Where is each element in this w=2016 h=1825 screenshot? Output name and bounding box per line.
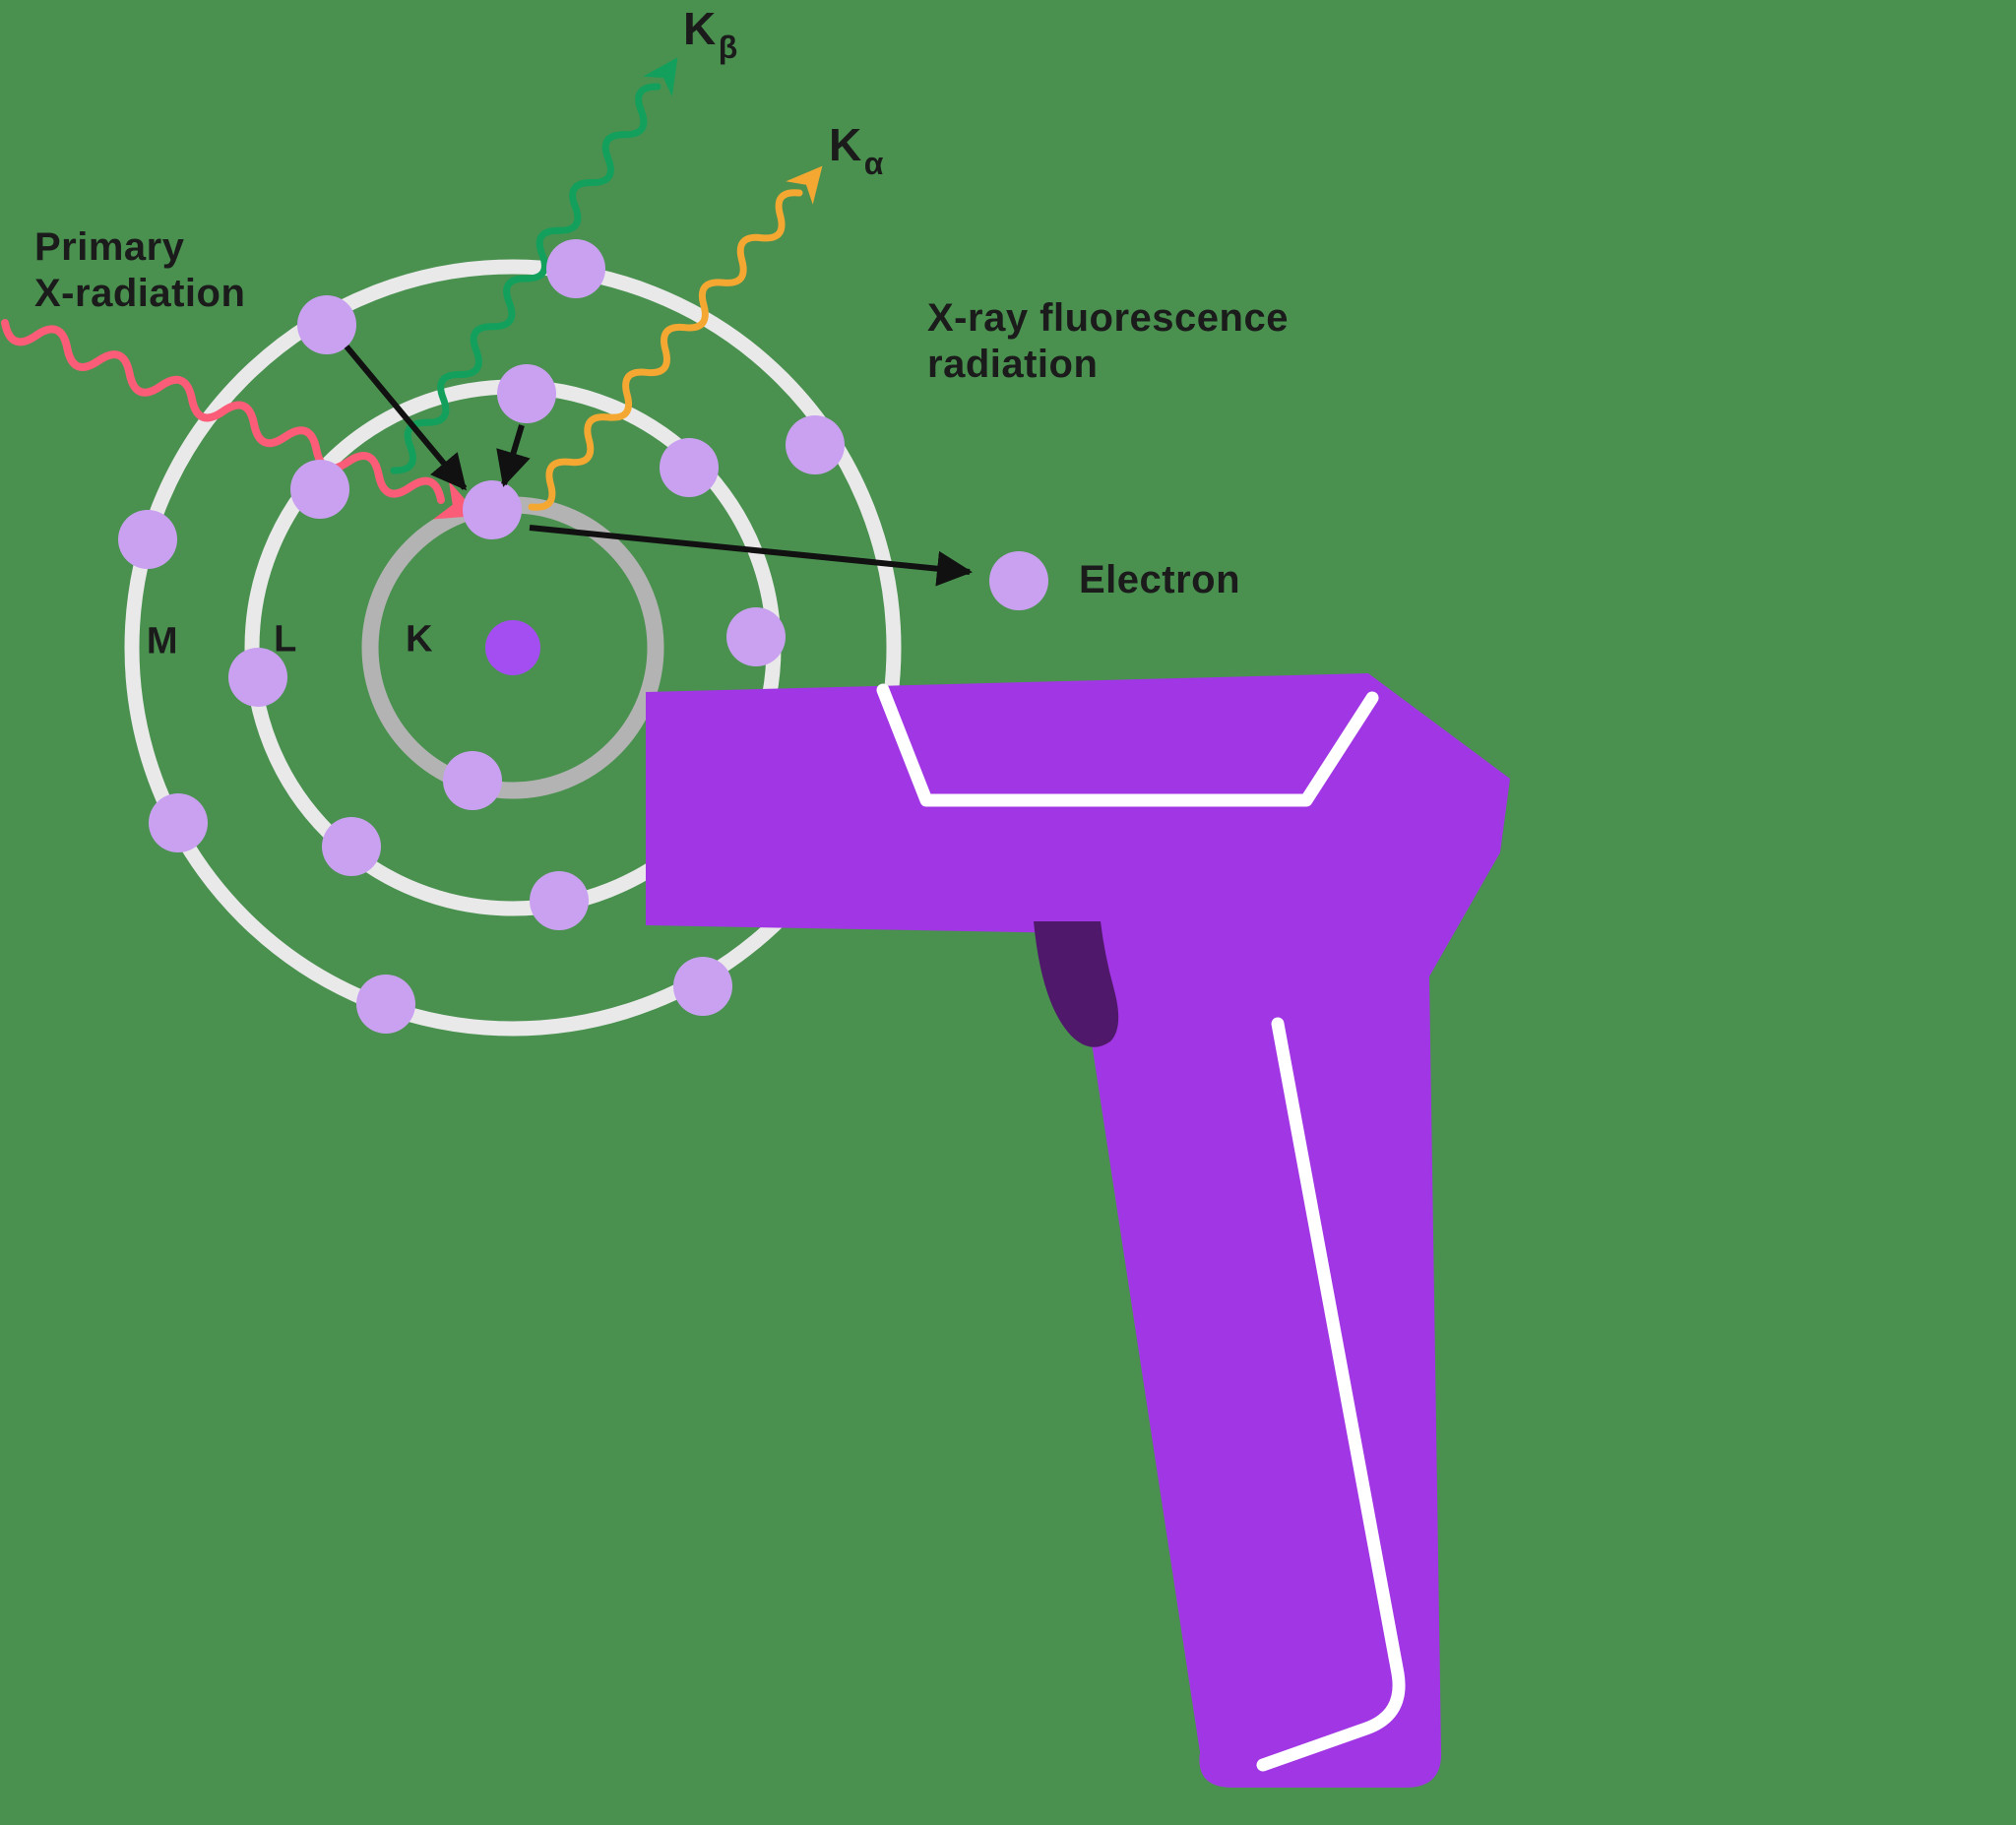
k-alpha-wave	[528, 189, 803, 511]
xrf-gun-body-accent	[876, 683, 1379, 807]
k-beta-label-sub: β	[718, 30, 738, 65]
electron	[118, 510, 177, 569]
electron	[322, 817, 381, 876]
k-beta-wave	[390, 83, 662, 474]
primary-xray-wave	[1, 319, 445, 504]
k-alpha-label-sub: α	[863, 146, 884, 181]
electron	[497, 364, 556, 423]
excitation-arrow	[344, 345, 468, 491]
electron	[149, 793, 208, 852]
electron	[546, 239, 605, 298]
electrons	[118, 239, 845, 1034]
shell-label-k: K	[406, 618, 433, 661]
electron	[356, 975, 415, 1034]
transition-arrow	[496, 424, 531, 487]
xrf-radiation-label-line1: X-ray fluorescence	[927, 296, 1289, 340]
electron	[297, 295, 356, 354]
electron	[463, 480, 522, 539]
k-alpha-label-main: K	[829, 119, 862, 170]
electron	[726, 607, 786, 666]
electron	[290, 460, 349, 519]
xrf-gun-body	[646, 673, 1510, 1788]
xrf-gun-handle-accent	[1256, 1017, 1406, 1772]
k-alpha-wave-arrowhead	[786, 165, 823, 205]
xrf-gun	[646, 673, 1510, 1788]
electron	[443, 751, 502, 810]
primary-xray-label-line2: X-radiation	[34, 272, 246, 316]
xrf-radiation-label: X-ray fluorescence radiation	[927, 295, 1289, 388]
k-beta-wave-arrowhead	[643, 57, 678, 97]
electron-label: Electron	[1079, 558, 1241, 601]
primary-xray-label-line1: Primary	[34, 225, 185, 269]
xrf-gun-trigger	[1034, 921, 1119, 1047]
electron	[786, 415, 845, 474]
xrf-radiation-label-line2: radiation	[927, 343, 1099, 387]
ejection-arrow	[529, 525, 973, 587]
primary-xray-label: Primary X-radiation	[34, 224, 245, 317]
shell-label-m: M	[146, 620, 179, 662]
transition-arrows	[344, 345, 973, 587]
shell-label-l: L	[274, 618, 297, 661]
electron	[660, 438, 719, 497]
radiation-waves	[1, 57, 823, 520]
electron	[673, 957, 732, 1016]
electron	[228, 648, 287, 707]
shell-m-ring	[124, 259, 902, 1037]
ejected-electron	[989, 551, 1048, 610]
nucleus	[485, 620, 540, 675]
k-beta-label: Kβ	[683, 2, 737, 65]
k-beta-label-main: K	[683, 3, 717, 54]
k-alpha-label: Kα	[829, 118, 883, 181]
electron	[530, 871, 589, 930]
